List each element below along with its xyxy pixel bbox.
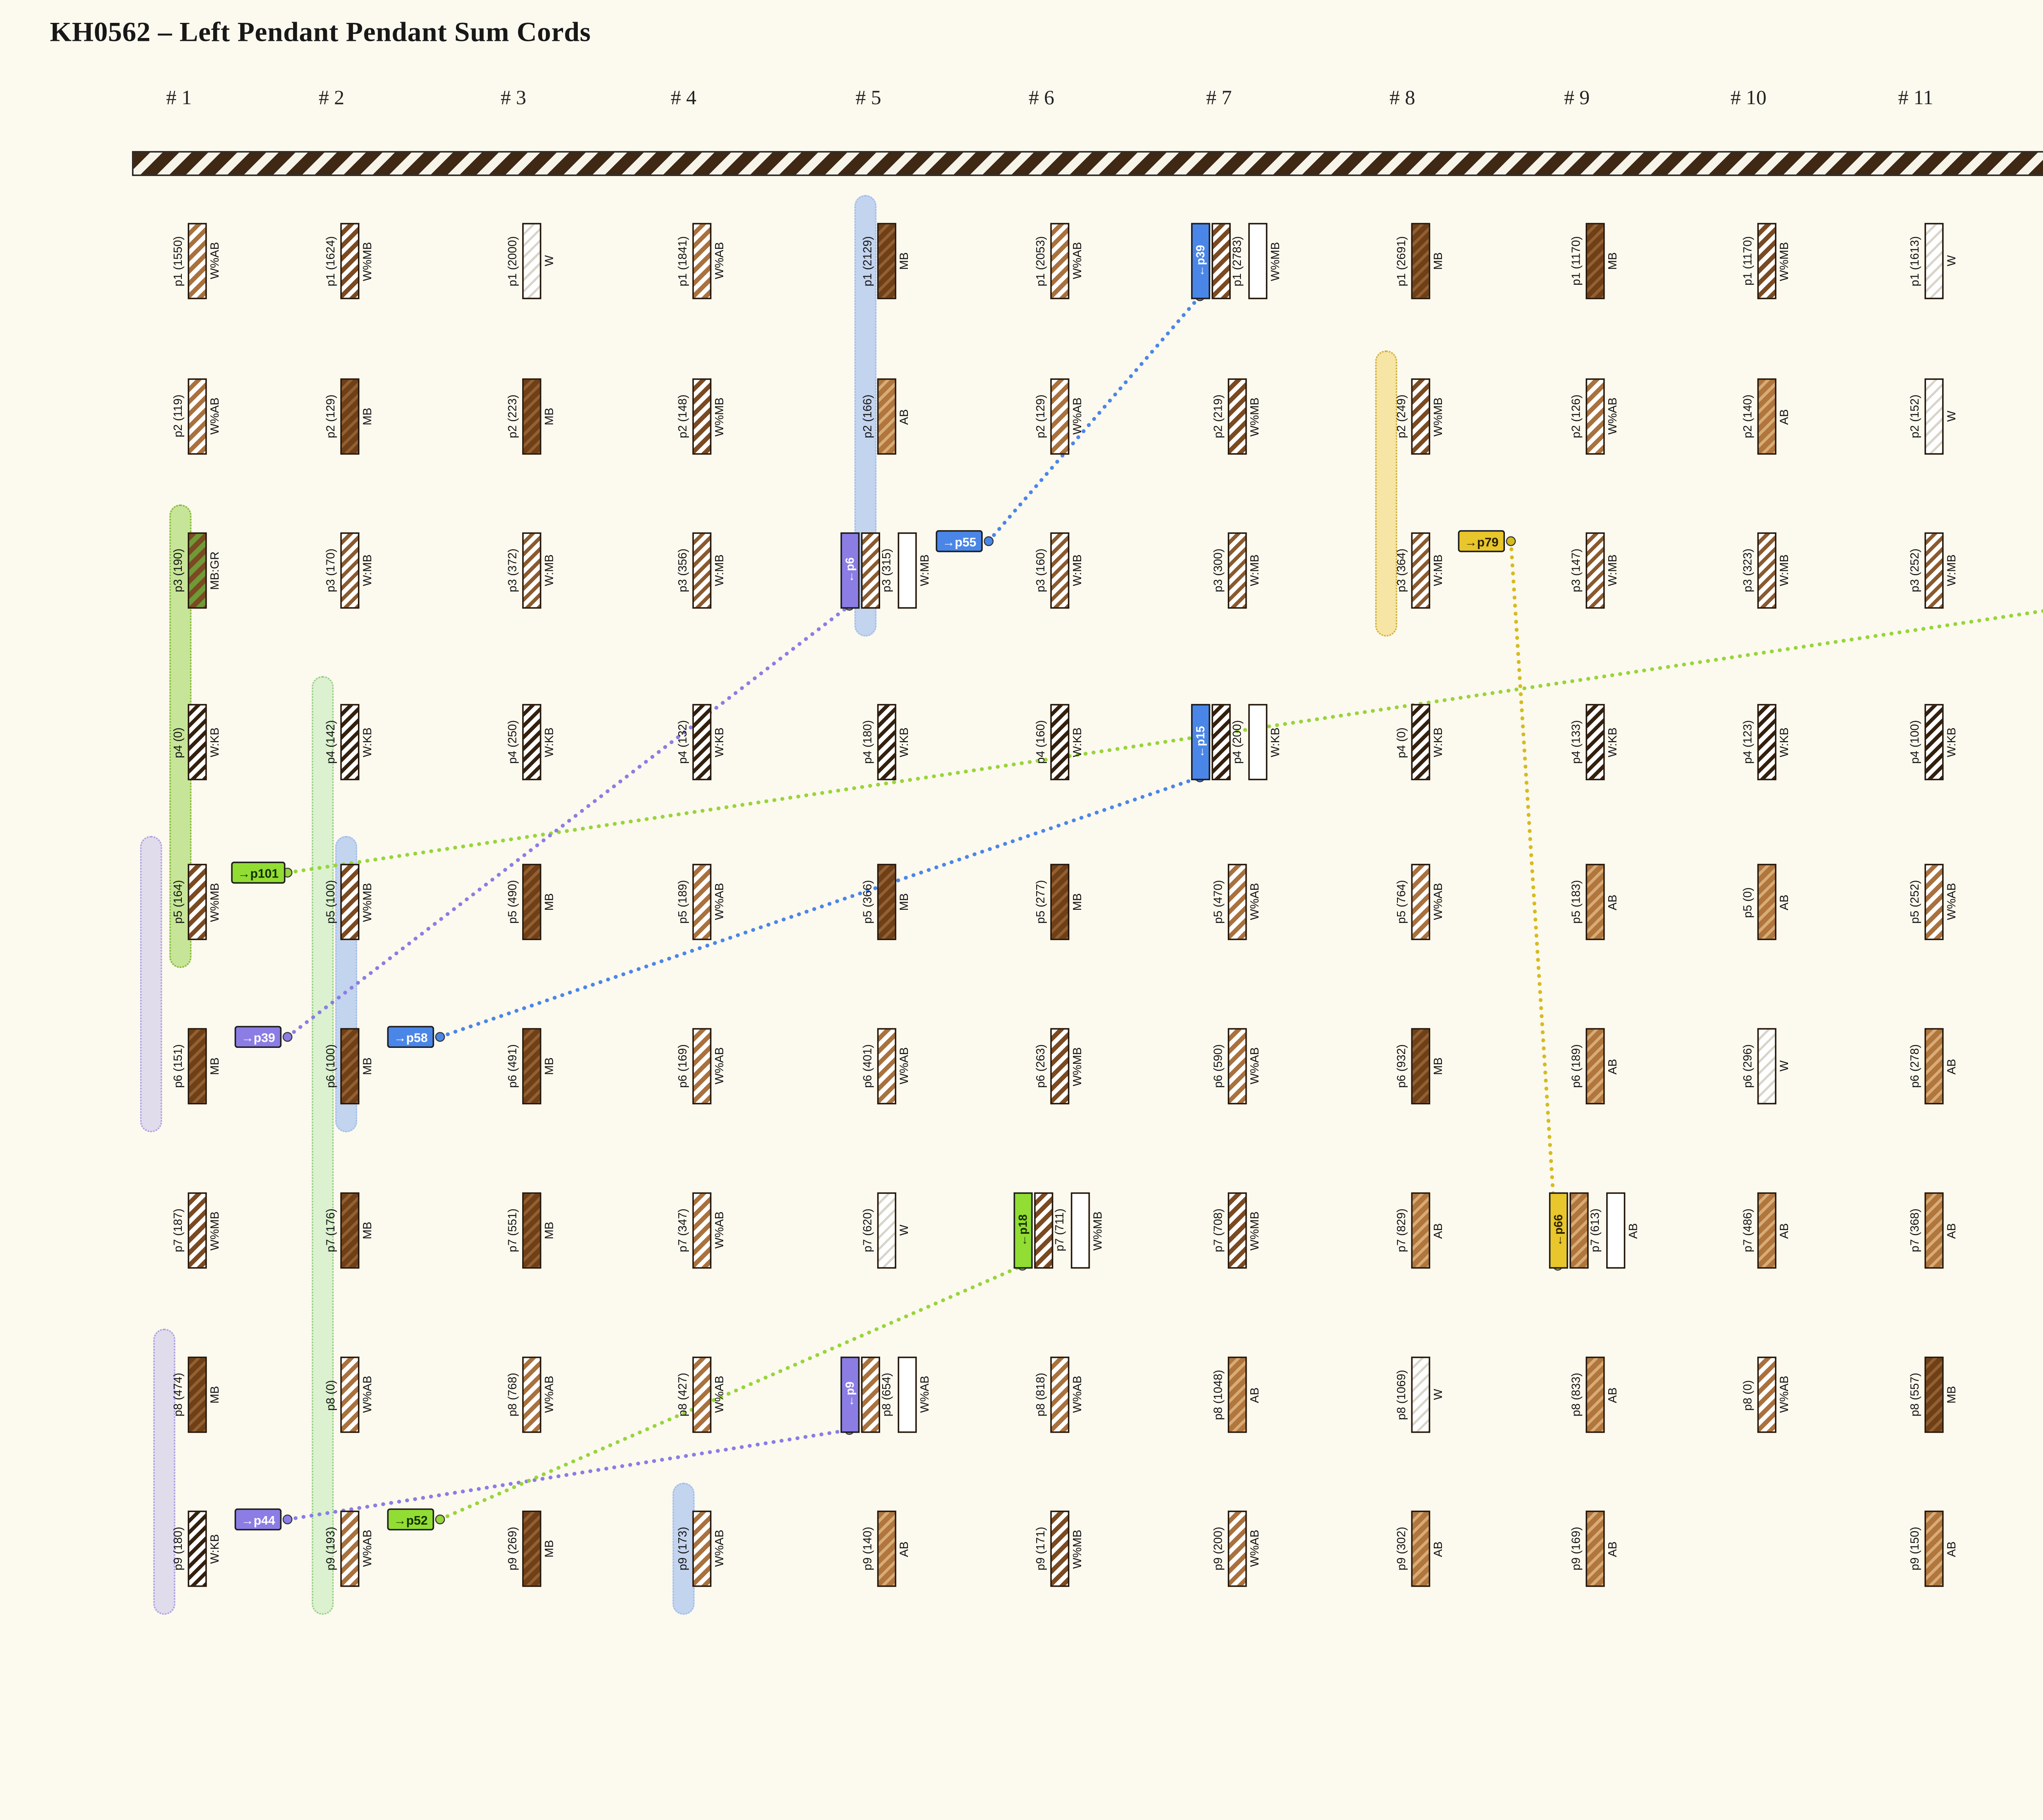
sum-link-endpoint — [282, 868, 293, 878]
column-header-11: # 11 — [1898, 88, 1933, 110]
column-header-3: # 3 — [501, 88, 526, 110]
sum-link-endpoint — [435, 1514, 445, 1525]
column-header-9: # 9 — [1564, 88, 1590, 110]
sum-link-endpoint — [1017, 1261, 1028, 1271]
diagram-title: KH0562 – Left Pendant Pendant Sum Cords — [50, 18, 591, 49]
column-header-7: # 7 — [1206, 88, 1232, 110]
column-header-4: # 4 — [671, 88, 697, 110]
column-header-2: # 2 — [318, 88, 344, 110]
sum-link-endpoint — [844, 1425, 854, 1435]
sum-link-endpoint — [282, 1514, 293, 1525]
primary-cord — [132, 151, 2043, 176]
sum-link-endpoint — [1195, 291, 1205, 301]
column-header-8: # 8 — [1389, 88, 1415, 110]
sum-link-line — [986, 294, 1202, 543]
sum-link-line — [285, 604, 852, 1039]
sum-link-line — [285, 1428, 852, 1521]
sum-link-line — [438, 1264, 1024, 1521]
sum-link-endpoint — [1553, 1261, 1563, 1271]
sum-link-endpoint — [282, 1032, 293, 1042]
sum-link-endpoint — [844, 601, 854, 611]
sum-link-endpoint — [1195, 772, 1205, 782]
sum-link-endpoint — [435, 1032, 445, 1042]
sum-link-endpoint — [984, 536, 994, 546]
sum-link-line — [285, 609, 2043, 875]
column-header-6: # 6 — [1028, 88, 1055, 110]
column-header-1: # 1 — [166, 88, 192, 110]
sum-link-line — [438, 775, 1202, 1039]
column-header-10: # 10 — [1730, 88, 1767, 110]
column-header-5: # 5 — [855, 88, 881, 110]
sum-link-endpoint — [1506, 536, 1516, 546]
sum-link-line — [1509, 539, 1560, 1268]
